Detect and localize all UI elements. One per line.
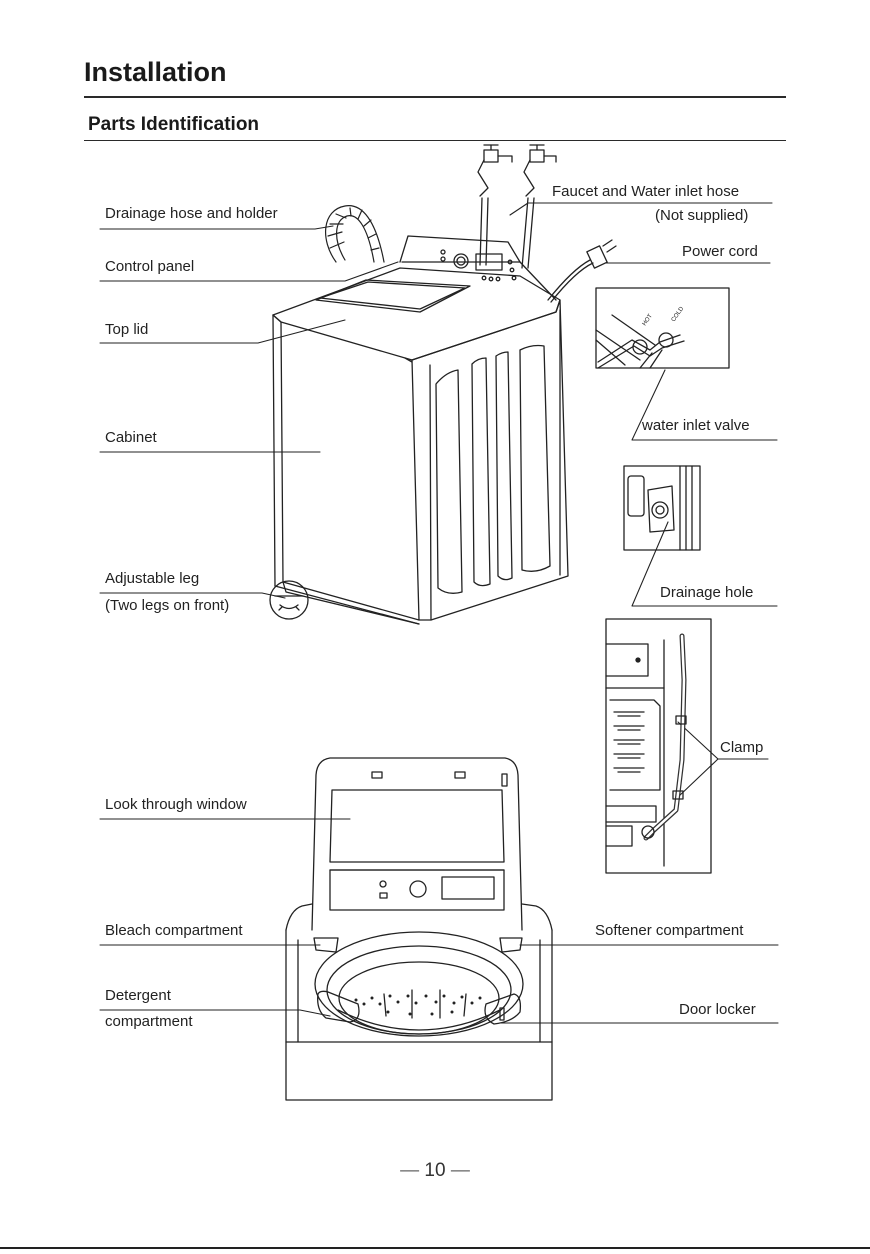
label-cabinet: Cabinet [105,429,157,446]
leader-drainage-hose [99,225,334,230]
label-two-legs: (Two legs on front) [105,597,230,614]
power-cord [547,239,617,303]
label-detergent-1: Detergent [105,987,171,1004]
label-door-locker: Door locker [679,1001,756,1018]
label-not-supplied: (Not supplied) [655,207,749,224]
label-power-cord: Power cord [682,243,758,260]
label-top-lid: Top lid [105,321,149,338]
cabinet-left [272,314,420,621]
page-number-block: — 10 — [400,1160,470,1181]
top-lid [315,279,471,313]
leader-top-lid [99,319,346,344]
pulsator-holes [354,994,482,1016]
inset-clamp [605,618,712,874]
cabinet-right [411,299,569,621]
leader-inlet-valve [631,369,778,441]
leader-detergent [99,1009,331,1017]
label-softener: Softener compartment [595,922,744,939]
open-lid [311,757,523,931]
leader-control-panel [99,261,399,282]
label-bleach: Bleach compartment [105,922,243,939]
label-detergent-2: compartment [105,1013,193,1030]
page-number: 10 [424,1160,446,1181]
top-surface [272,267,561,361]
label-clamp: Clamp [720,739,764,756]
label-adjustable-leg: Adjustable leg [105,570,200,587]
adjustable-leg [269,580,309,620]
inset-drainage-hole [623,465,701,551]
bleach-compartment [313,937,339,953]
label-drainage-hose: Drainage hose and holder [105,205,278,222]
page-title: Installation [84,57,227,87]
door-locker-area [484,993,522,1025]
faucet-left [477,144,513,266]
detergent-compartment [317,990,360,1023]
softener-compartment [499,937,523,953]
section-rule [84,140,786,141]
door-locker [499,1007,505,1021]
washer-open [285,757,553,1101]
drainage-hose [324,205,385,263]
side-panel-1 [435,369,463,594]
label-faucet: Faucet and Water inlet hose [552,183,740,200]
bottom-rule [0,1247,870,1249]
faucet-right [521,144,557,269]
control-console [399,235,557,301]
leader-clamp-2 [677,758,719,798]
washer-main [269,144,617,625]
label-inlet-valve: water inlet valve [642,417,750,434]
valve-cold-label: COLD [671,306,686,324]
look-through-window [329,789,505,863]
valve-hot-label: HOT [642,313,654,327]
title-rule [84,96,786,98]
inset-inlet-valve: HOT COLD [595,287,730,369]
label-drainage-hole: Drainage hole [660,584,754,601]
label-control-panel: Control panel [105,258,195,275]
section-title: Parts Identification [88,114,260,135]
label-look-through: Look through window [105,796,247,813]
